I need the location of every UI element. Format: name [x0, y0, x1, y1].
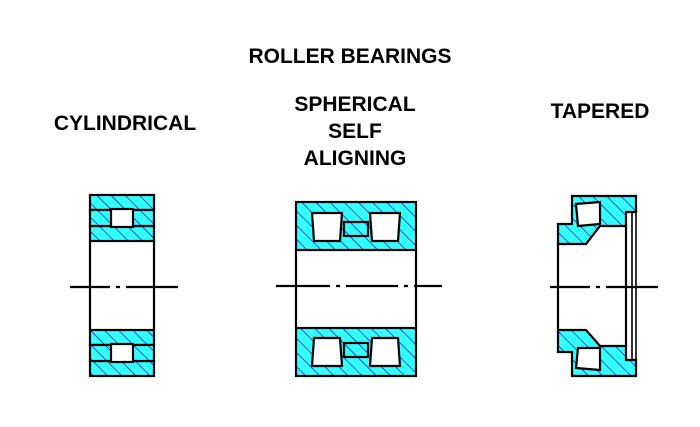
spherical-label-line-3: ALIGNING — [303, 147, 407, 170]
spherical-roller-bottom-left — [310, 336, 344, 368]
cylindrical-outer-ring-bottom — [88, 359, 156, 378]
spherical-top-section — [294, 200, 418, 252]
tapered-roller-top — [574, 200, 602, 228]
cylindrical-roller-bottom — [109, 342, 135, 364]
cylindrical-top-section — [88, 193, 156, 243]
spherical-cage-top — [342, 220, 370, 238]
spherical-roller-top-left — [310, 211, 344, 243]
cylindrical-inner-ring-bottom — [88, 328, 156, 347]
cylindrical-label: CYLINDRICAL — [20, 110, 230, 137]
tapered-bottom-section — [556, 328, 638, 378]
tapered-label-line-1: TAPERED — [550, 100, 650, 123]
cylindrical-roller-top — [109, 207, 135, 229]
cylindrical-label-line-1: CYLINDRICAL — [53, 112, 197, 135]
spherical-label-line-1: SPHERICAL — [294, 93, 416, 116]
spherical-cage-bottom — [342, 341, 370, 359]
spherical-bottom-section — [294, 326, 418, 378]
spherical-label-line-2: SELF — [328, 120, 382, 143]
spherical-bearing — [276, 200, 442, 378]
spherical-roller-bottom-right — [368, 336, 402, 368]
tapered-roller-bottom — [574, 346, 602, 372]
tapered-bearing — [550, 194, 658, 378]
cylindrical-outer-ring-top — [88, 193, 156, 212]
cylindrical-bottom-section — [88, 328, 156, 378]
spherical-roller-top-right — [368, 211, 402, 243]
cylindrical-inner-ring-top — [88, 224, 156, 243]
tapered-top-section — [556, 194, 638, 246]
tapered-label: TAPERED — [515, 98, 685, 125]
diagram-title: ROLLER BEARINGS — [248, 45, 452, 68]
cylindrical-bearing — [70, 193, 178, 378]
spherical-label: SPHERICAL SELF ALIGNING — [250, 91, 460, 172]
